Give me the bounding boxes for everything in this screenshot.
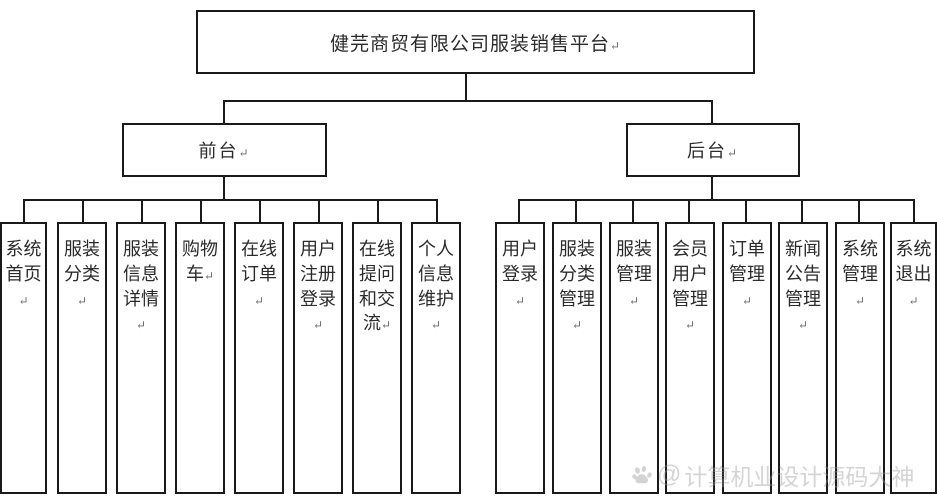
leaf-node-clothing-detail: 服装信息详情↵: [116, 222, 166, 494]
connector-frontend-drop-2: [82, 199, 84, 223]
leaf-node-label: 在线提问和交流↵: [359, 239, 395, 334]
leaf-node-shopping-cart: 购物车↵: [175, 222, 225, 494]
node-frontend-box: 前台↵: [122, 123, 327, 177]
connector-frontend-drop-1: [23, 199, 25, 223]
return-mark-icon: ↵: [380, 318, 392, 333]
leaf-node-label: 服装管理↵: [616, 239, 652, 308]
return-mark-icon: ↵: [726, 146, 740, 160]
connector-frontend-drop-5: [259, 199, 261, 223]
leaf-node-system-management: 系统管理↵: [835, 222, 885, 494]
return-mark-icon: ↵: [609, 38, 622, 53]
connector-root-stem: [465, 74, 467, 102]
connector-frontend-stem: [223, 177, 225, 200]
leaf-node-system-exit: 系统退出↵: [890, 222, 937, 494]
leaf-node-news-management: 新闻公告管理↵: [778, 222, 828, 494]
return-mark-icon: ↵: [684, 318, 696, 333]
connector-frontend-drop-3: [141, 199, 143, 223]
connector-backend-drop-1: [518, 199, 520, 223]
return-mark-icon: ↵: [908, 293, 919, 308]
leaf-node-label: 系统退出↵: [895, 239, 932, 308]
leaf-node-label: 用户注册登录↵: [300, 239, 336, 333]
connector-backend-drop-4: [688, 199, 690, 223]
leaf-node-label: 新闻公告管理↵: [785, 239, 821, 333]
connector-to-frontend: [223, 100, 225, 124]
return-mark-icon: ↵: [18, 293, 29, 308]
return-mark-icon: ↵: [76, 293, 88, 308]
leaf-node-label: 系统首页↵: [5, 239, 42, 308]
leaf-node-category-management: 服装分类管理↵: [552, 222, 602, 494]
connector-frontend-bus: [23, 199, 438, 201]
connector-backend-drop-6: [801, 199, 803, 223]
leaf-node-online-qa: 在线提问和交流↵: [352, 222, 402, 494]
root-node-label: 健芫商贸有限公司服装销售平台↵: [329, 33, 622, 55]
return-mark-icon: ↵: [203, 268, 215, 283]
connector-frontend-drop-7: [377, 199, 379, 223]
connector-frontend-drop-8: [436, 199, 438, 223]
leaf-node-profile-maintenance: 个人信息维护↵: [411, 222, 461, 494]
leaf-node-label: 购物车↵: [182, 239, 218, 284]
node-frontend-label: 前台↵: [198, 141, 251, 161]
leaf-node-label: 个人信息维护↵: [418, 239, 454, 333]
leaf-node-admin-login: 用户登录↵: [495, 222, 545, 494]
return-mark-icon: ↵: [628, 293, 640, 308]
return-mark-icon: ↵: [741, 293, 753, 308]
leaf-node-label: 在线订单↵: [241, 239, 277, 308]
leaf-node-online-order: 在线订单↵: [234, 222, 284, 494]
leaf-node-order-management: 订单管理↵: [722, 222, 772, 494]
leaf-node-label: 会员用户管理↵: [672, 239, 708, 333]
connector-frontend-drop-4: [200, 199, 202, 223]
node-backend-box: 后台↵: [626, 123, 800, 177]
connector-backend-drop-5: [745, 199, 747, 223]
connector-backend-drop-7: [858, 199, 860, 223]
leaf-node-label: 系统管理↵: [842, 239, 878, 308]
leaf-node-system-home: 系统首页↵: [0, 222, 47, 494]
leaf-node-label: 服装分类↵: [64, 239, 100, 308]
leaf-node-label: 订单管理↵: [729, 239, 765, 308]
return-mark-icon: ↵: [135, 318, 147, 333]
connector-backend-stem: [711, 177, 713, 200]
return-mark-icon: ↵: [797, 318, 809, 333]
node-backend-label: 后台↵: [686, 141, 740, 161]
root-node-box: 健芫商贸有限公司服装销售平台↵: [196, 10, 755, 74]
connector-backend-drop-8: [913, 199, 915, 223]
leaf-node-label: 服装分类管理↵: [559, 239, 595, 333]
return-mark-icon: ↵: [854, 293, 866, 308]
return-mark-icon: ↵: [253, 293, 265, 308]
leaf-node-member-management: 会员用户管理↵: [665, 222, 715, 494]
return-mark-icon: ↵: [430, 318, 442, 333]
connector-backend-bus: [518, 199, 914, 201]
leaf-node-clothing-category: 服装分类↵: [57, 222, 107, 494]
leaf-node-clothing-management: 服装管理↵: [609, 222, 659, 494]
connector-to-backend: [711, 100, 713, 124]
return-mark-icon: ↵: [514, 293, 526, 308]
connector-root-bus: [223, 100, 713, 102]
return-mark-icon: ↵: [238, 146, 251, 160]
return-mark-icon: ↵: [571, 318, 583, 333]
connector-backend-drop-2: [575, 199, 577, 223]
leaf-node-label: 用户登录↵: [502, 239, 538, 308]
leaf-node-label: 服装信息详情↵: [123, 239, 159, 333]
return-mark-icon: ↵: [312, 318, 324, 333]
connector-backend-drop-3: [632, 199, 634, 223]
connector-frontend-drop-6: [318, 199, 320, 223]
leaf-node-user-register-login: 用户注册登录↵: [293, 222, 343, 494]
